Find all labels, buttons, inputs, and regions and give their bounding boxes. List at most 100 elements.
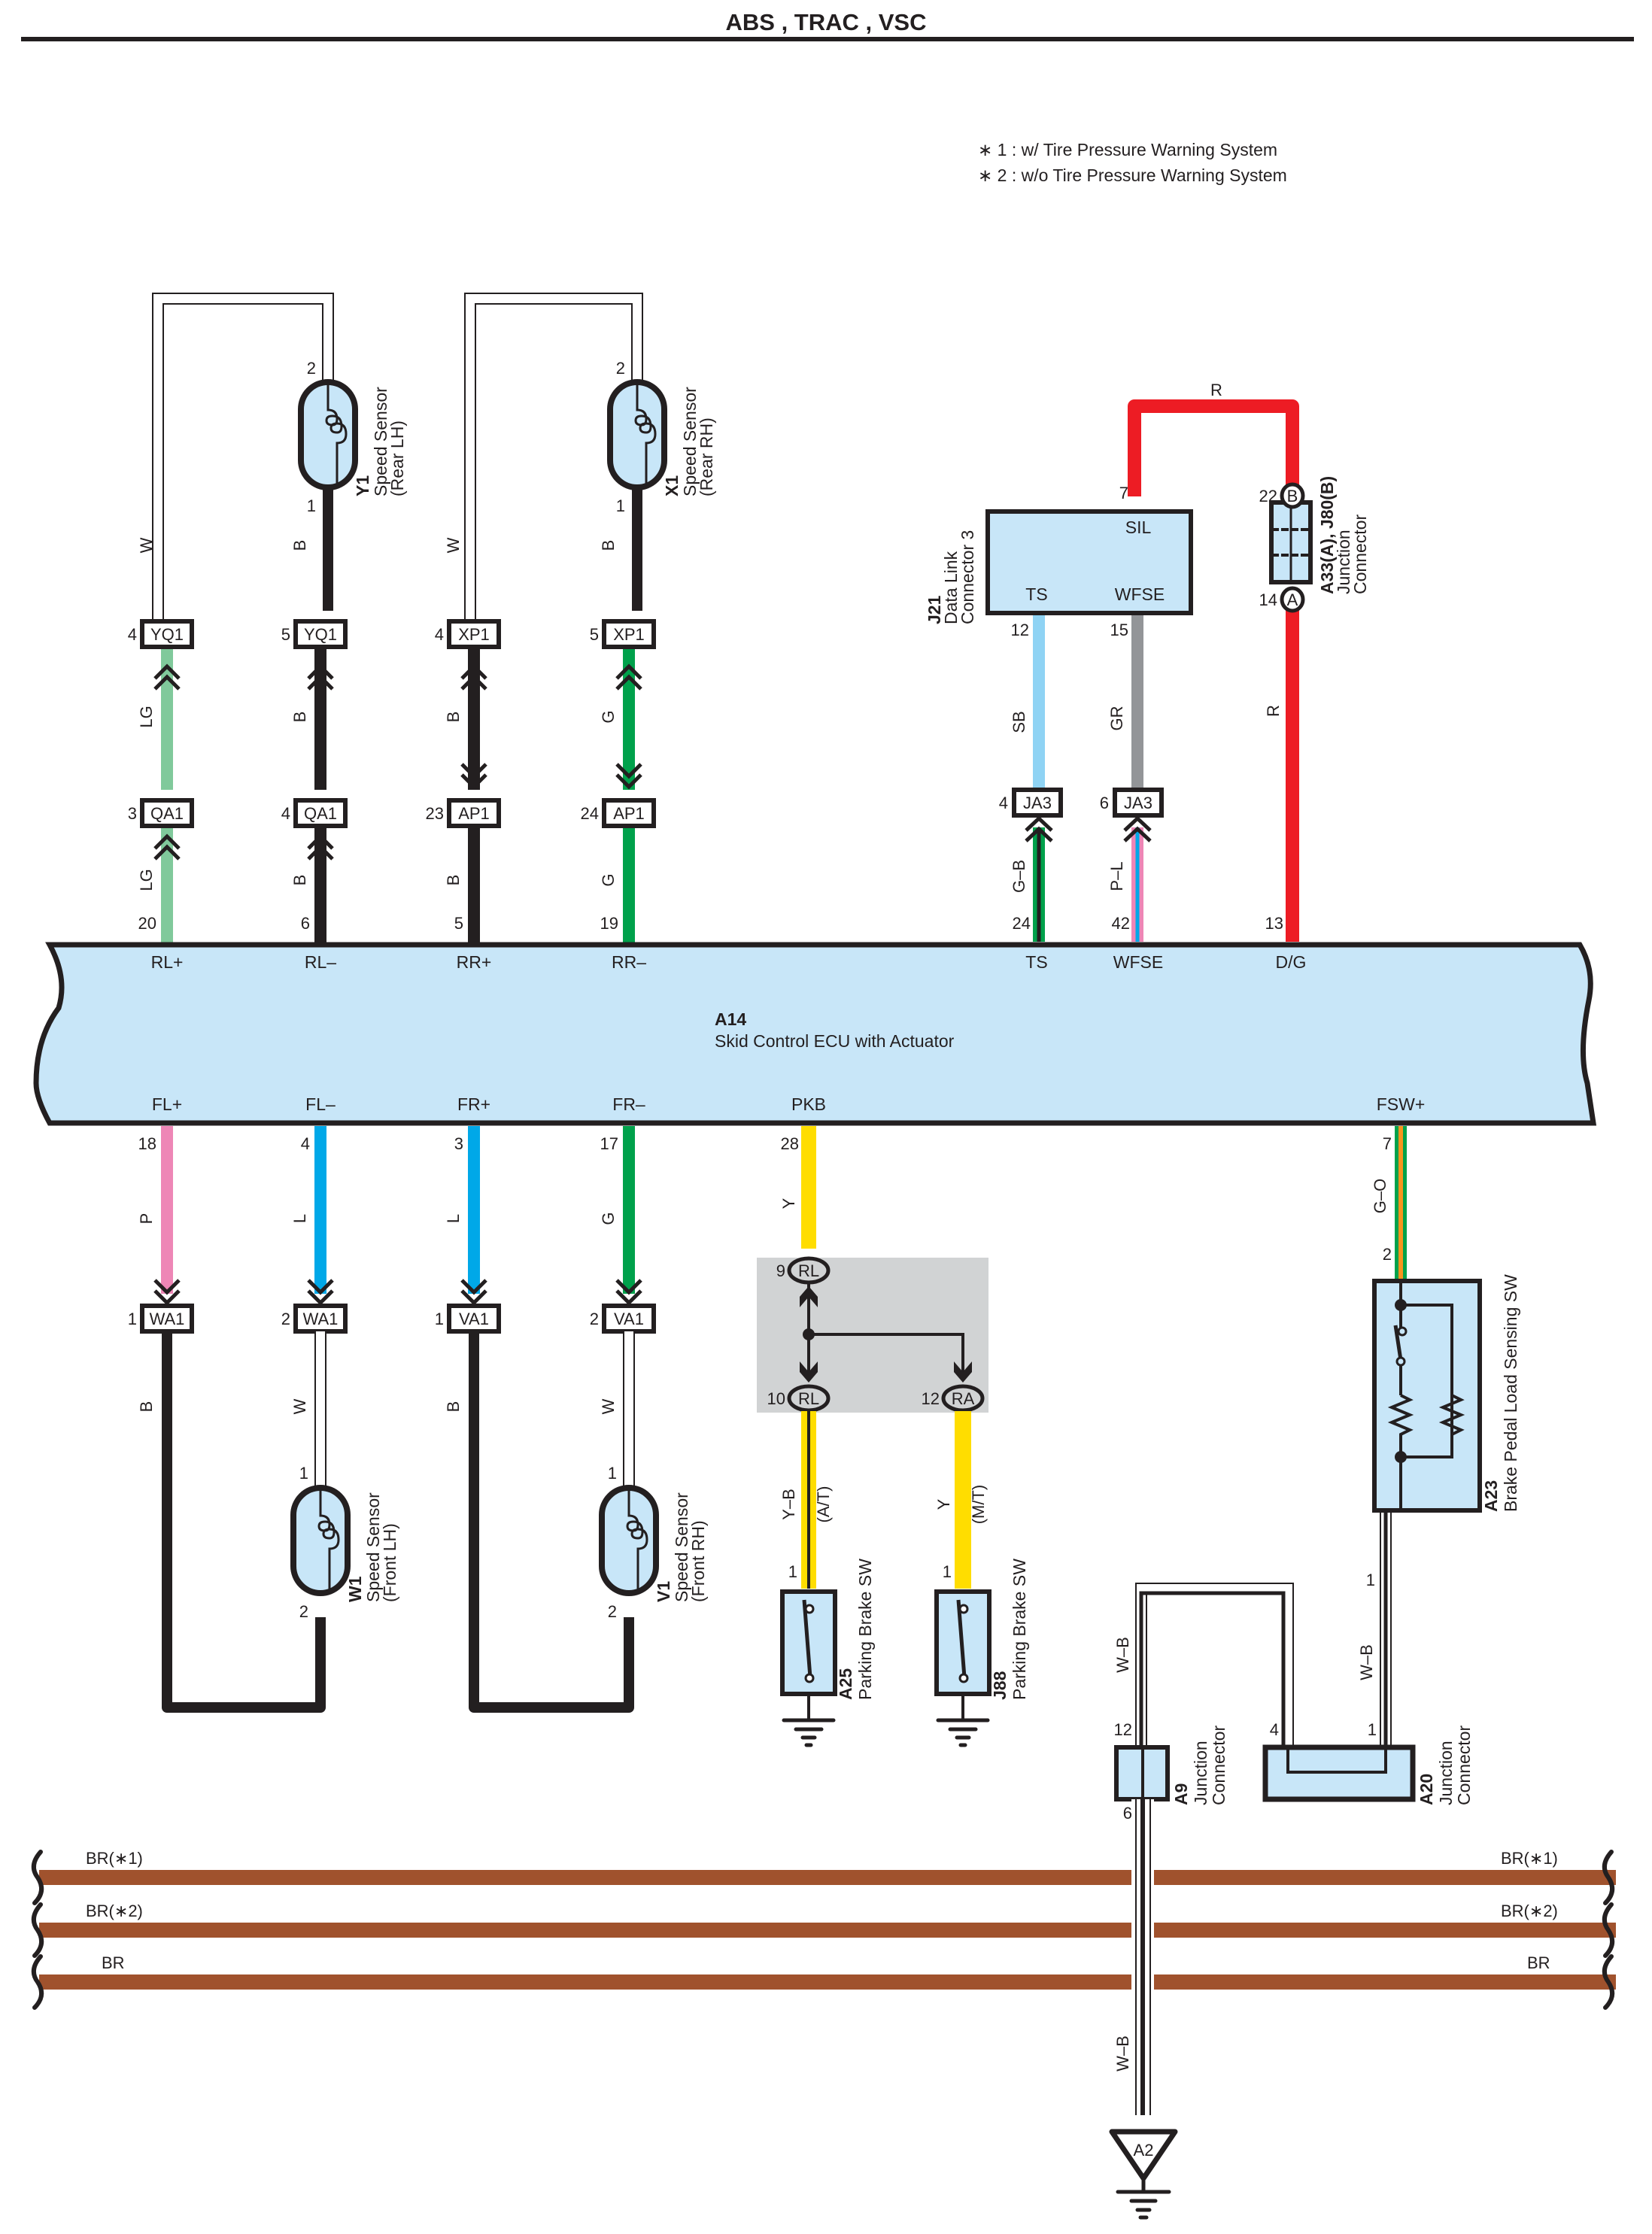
ja3-ts-pin: 4	[999, 794, 1008, 812]
rear-lower-wire-label: B	[290, 875, 309, 886]
dlc-wfse-terminal: WFSE	[1115, 584, 1165, 604]
red-sil-wire	[1128, 399, 1299, 942]
rear-top-connector-0[interactable]	[140, 619, 194, 649]
dlc-sub: Connector 3	[958, 530, 977, 624]
pkb-mt-note: (M/T)	[969, 1485, 988, 1525]
chevron-up-icon	[800, 1286, 818, 1307]
double-chevron-up-icon	[615, 663, 642, 691]
a33-id: A33(A), J80(B)	[1317, 476, 1337, 594]
dg-wire-label: R	[1264, 705, 1283, 717]
ecu-rear-pin: 19	[600, 914, 618, 933]
front-connector-2[interactable]	[447, 1304, 501, 1334]
brake-pedal-load-sensing-switch[interactable]	[1372, 1279, 1482, 1513]
w1-pin-top: 1	[299, 1464, 308, 1483]
speed-sensor-w1[interactable]	[290, 1485, 351, 1596]
fsw-wire-label: G–O	[1371, 1179, 1389, 1213]
splice-dot	[803, 1328, 815, 1340]
ecu-terminal-ts: TS	[1025, 952, 1047, 972]
rear-upper-wire-label: LG	[137, 706, 156, 727]
rear-mid-connector-1-name: QA1	[304, 804, 337, 823]
dlc3-connector[interactable]	[985, 509, 1193, 615]
rear-upper-wire-label: B	[444, 712, 463, 723]
ground-a2-label: A2	[1134, 2141, 1154, 2160]
junction-a9[interactable]	[1114, 1745, 1170, 1801]
parking-brake-switch-j88[interactable]	[934, 1589, 992, 1747]
front-connector-1-pin: 2	[281, 1310, 290, 1328]
skid-control-ecu[interactable]	[33, 942, 1597, 1126]
rear-mid-connector-3[interactable]	[602, 798, 656, 828]
w1-sub: (Front LH)	[380, 1523, 399, 1602]
v1-name: Speed Sensor	[672, 1492, 691, 1602]
rear-sensor-x1-harness	[464, 293, 643, 632]
coil-icon	[325, 385, 348, 484]
a23-pin-bottom: 1	[1366, 1571, 1375, 1589]
rear-mid-connector-0[interactable]	[140, 798, 194, 828]
rear-top-connector-1[interactable]	[293, 619, 348, 649]
pkb-at-note: (A/T)	[814, 1486, 833, 1523]
speed-sensor-y1[interactable]	[298, 379, 358, 490]
pkb-junction-in-pin: 9	[776, 1261, 785, 1280]
a23-name: Brake Pedal Load Sensing SW	[1501, 1274, 1520, 1512]
dlc-id: J21	[925, 595, 944, 624]
rear-top-connector-3[interactable]	[602, 619, 656, 649]
ecu-terminal-fsw: FSW+	[1377, 1094, 1426, 1114]
dlc-wfse-pin: 15	[1110, 621, 1128, 639]
rear-top-connector-1-pin: 5	[281, 625, 290, 644]
front-connector-1-name: WA1	[303, 1310, 339, 1328]
double-chevron-up-icon	[307, 663, 334, 691]
rear-mid-connector-1[interactable]	[293, 798, 348, 828]
rear-lower-wire-label: B	[444, 875, 463, 886]
rear-top-connector-3-name: XP1	[613, 625, 645, 644]
ground-point-a2[interactable]	[1109, 2129, 1178, 2220]
br-bus-label-right: BR	[1527, 1953, 1550, 1972]
front-connector-0[interactable]	[140, 1304, 194, 1334]
a9-pin-bottom: 6	[1123, 1804, 1132, 1823]
rear-lower-wire-label: LG	[137, 869, 156, 891]
a9-name: Junction	[1191, 1741, 1210, 1805]
junction-a20[interactable]	[1262, 1744, 1416, 1802]
rear-top-connector-2-pin: 4	[435, 625, 444, 644]
br-bus-label-left: BR(∗2)	[86, 1902, 143, 1920]
a33-name: Junction	[1334, 530, 1353, 594]
ja3-wfse-connector[interactable]	[1113, 788, 1164, 842]
rear-mid-connector-3-pin: 24	[581, 804, 599, 823]
br-bus-label-left: BR	[102, 1953, 125, 1972]
chevron-down-icon	[800, 1361, 818, 1383]
pkb-at-wire-label: Y–B	[779, 1489, 798, 1520]
dlc-sil-terminal: SIL	[1125, 518, 1152, 537]
speed-sensor-v1[interactable]	[599, 1485, 659, 1596]
speed-sensor-x1[interactable]	[607, 379, 667, 490]
note-1: ∗ 1 : w/ Tire Pressure Warning System	[978, 140, 1277, 159]
a33-label-b: B	[1287, 487, 1298, 505]
ecu-terminal-dg: D/G	[1276, 952, 1307, 972]
br-bus-label-right: BR(∗2)	[1501, 1902, 1558, 1920]
front-sensor-v1-harness	[469, 1331, 635, 1713]
j88-name: Parking Brake SW	[1010, 1559, 1029, 1700]
rear-top-connector-2[interactable]	[447, 619, 501, 649]
double-chevron-up-icon	[460, 663, 487, 691]
front-connector-2-pin: 1	[435, 1310, 444, 1328]
parking-brake-switch-a25[interactable]	[780, 1589, 837, 1747]
rear-top-connector-0-name: YQ1	[150, 625, 184, 644]
ecu-terminal-fl: FL–	[305, 1094, 336, 1114]
rear-sensor-wire-label: B	[599, 540, 618, 551]
pkb-junction-mt-name: RA	[952, 1389, 975, 1408]
pkb-junction-block[interactable]	[757, 1256, 988, 1413]
page-title: ABS , TRAC , VSC	[726, 9, 927, 35]
j88-pin: 1	[943, 1562, 952, 1581]
a20-pin-left: 4	[1270, 1720, 1279, 1739]
ecu-front-pin: 4	[301, 1134, 310, 1153]
rear-mid-connector-2[interactable]	[447, 798, 501, 828]
w1-name: Speed Sensor	[363, 1492, 383, 1602]
ja3-ts-connector[interactable]	[1012, 788, 1063, 842]
junction-a33-j80[interactable]	[1269, 482, 1313, 613]
ecu-terminal-rl: RL–	[305, 952, 336, 972]
br-bus-wire	[39, 1870, 1616, 1885]
front-upper-wire-label: P	[137, 1213, 156, 1225]
switch-icon	[1393, 1325, 1403, 1361]
break-mark-icon	[31, 1954, 44, 2010]
